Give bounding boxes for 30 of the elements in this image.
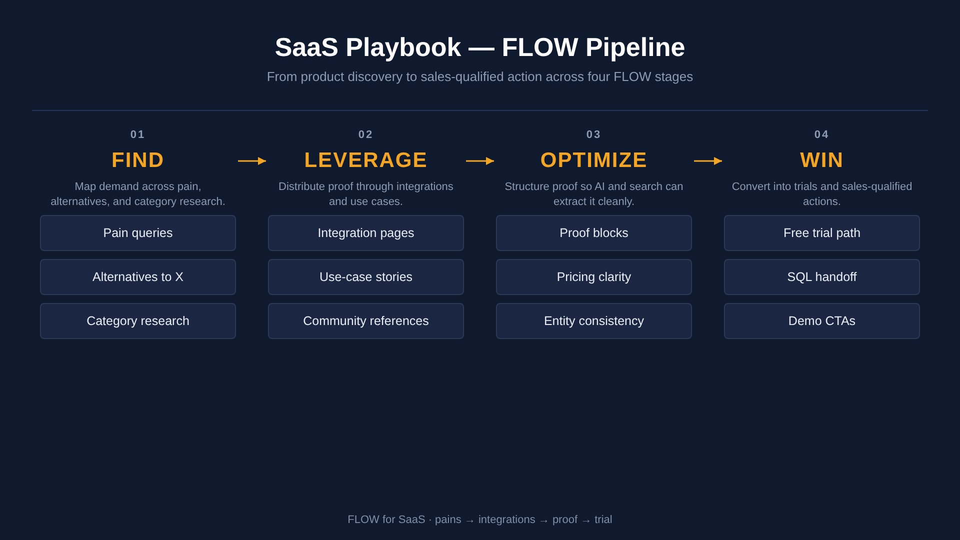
stage-description: Map demand across pain, alternatives, and category research.: [50, 180, 226, 210]
tactic-card: Category research: [40, 303, 236, 339]
arrow: [238, 157, 266, 165]
stage-description: Convert into trials and sales-qualified actions.: [730, 180, 914, 210]
tactic-card: SQL handoff: [724, 259, 920, 295]
tactic-card: Proof blocks: [496, 215, 692, 251]
arrow: [466, 157, 494, 165]
tactic-card: Entity consistency: [496, 303, 692, 339]
tactic-card: Pain queries: [40, 215, 236, 251]
arrow: [694, 157, 722, 165]
stage-description: Distribute proof through integrations and use cases.: [278, 180, 454, 210]
step-number: 02: [358, 128, 374, 142]
stage-description: Structure proof so AI and search can extract it cleanly.: [504, 180, 684, 210]
stage-title: OPTIMIZE: [540, 148, 648, 174]
step-number: 04: [814, 128, 830, 142]
tactic-card: Alternatives to X: [40, 259, 236, 295]
tactic-card: Integration pages: [268, 215, 464, 251]
tactic-card: Use-case stories: [268, 259, 464, 295]
step-number: 01: [130, 128, 146, 142]
stage-title: WIN: [800, 148, 844, 174]
step-number: 03: [586, 128, 602, 142]
tactic-card: Free trial path: [724, 215, 920, 251]
stage-title: LEVERAGE: [304, 148, 428, 174]
tactic-card: Community references: [268, 303, 464, 339]
title: SaaS Playbook — FLOW Pipeline: [274, 31, 686, 64]
footer-caption: FLOW for SaaS · pains → integrations → proof → trial: [346, 513, 614, 528]
tactic-card: Pricing clarity: [496, 259, 692, 295]
subtitle: From product discovery to sales-qualified action across four FLOW stages: [266, 68, 694, 86]
stage-title: FIND: [112, 148, 164, 174]
tactic-card: Demo CTAs: [724, 303, 920, 339]
